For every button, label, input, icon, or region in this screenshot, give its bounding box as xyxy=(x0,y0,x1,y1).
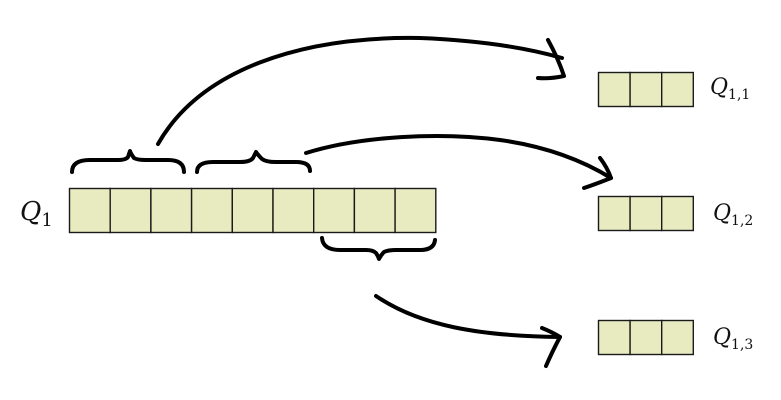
queue-cell xyxy=(661,319,695,356)
queue-cell xyxy=(150,187,193,234)
queue-cell xyxy=(661,195,695,232)
queue-cell xyxy=(109,187,152,234)
hand-drawn-arrow-icon xyxy=(582,156,613,190)
sub-queue-label-1-2: Q1,2 xyxy=(713,201,753,229)
sub-queue-label-1-3: Q1,3 xyxy=(713,325,753,353)
sub-queue-subscript: 1,2 xyxy=(731,213,753,229)
queue-cell xyxy=(629,319,663,356)
queue-cell xyxy=(231,187,274,234)
sub-queue-subscript: 1,1 xyxy=(728,87,750,103)
sub-queue-1-3 xyxy=(597,319,695,356)
queue-cell xyxy=(629,71,663,108)
queue-cell xyxy=(313,187,356,234)
queue-cell xyxy=(190,187,234,234)
queue-cell xyxy=(597,195,631,232)
queue-cell xyxy=(597,319,631,356)
hand-drawn-arrow-icon xyxy=(156,35,564,146)
queue-cell xyxy=(661,71,695,108)
queue-cell xyxy=(353,187,396,234)
queue-cell xyxy=(272,187,315,234)
sub-queue-1-2 xyxy=(597,195,695,232)
main-queue-subscript: 1 xyxy=(41,210,52,231)
main-queue-label: Q1 xyxy=(20,197,53,231)
main-queue xyxy=(68,187,437,234)
sub-queue-subscript: 1,3 xyxy=(731,337,753,353)
sub-queue-letter: Q xyxy=(713,325,731,350)
curly-brace-icon xyxy=(70,149,186,174)
sub-queue-1-1 xyxy=(597,71,695,108)
queue-cell xyxy=(394,187,437,234)
curly-brace-icon xyxy=(320,236,437,261)
sub-queue-letter: Q xyxy=(713,201,731,226)
queue-cell xyxy=(629,195,663,232)
sub-queue-label-1-1: Q1,1 xyxy=(710,75,750,103)
queue-cell xyxy=(597,71,631,108)
sub-queue-letter: Q xyxy=(710,75,728,100)
hand-drawn-arrow-icon xyxy=(304,134,613,180)
curly-brace-icon xyxy=(195,150,312,174)
hand-drawn-arrow-icon xyxy=(540,326,562,368)
queue-cell xyxy=(68,187,111,234)
hand-drawn-arrow-icon xyxy=(374,294,562,339)
hand-drawn-arrow-icon xyxy=(536,38,566,81)
main-queue-letter: Q xyxy=(20,197,41,227)
